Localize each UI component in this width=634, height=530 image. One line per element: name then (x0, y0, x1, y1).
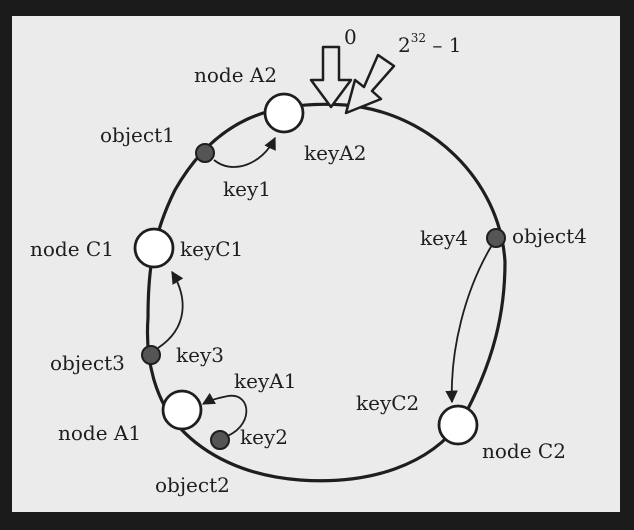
node-C2-label: node C2 (482, 439, 566, 463)
node-A1-label: node A1 (58, 421, 141, 445)
node-C1-circle (133, 227, 175, 269)
object4-key-label: key4 (420, 226, 468, 250)
object3-label: object3 (50, 351, 125, 375)
node-C1-label: node C1 (30, 237, 114, 261)
node-A2-key-label: keyA2 (304, 141, 366, 165)
object3-key-label: key3 (176, 343, 224, 367)
ring-max-tail: – 1 (426, 33, 461, 57)
ring-max-base: 2 (398, 33, 411, 57)
node-C2-circle (437, 404, 479, 446)
arrow-object4-to-nodeC2 (445, 244, 493, 404)
node-A2-label: node A2 (194, 63, 277, 87)
object2-label: object2 (155, 473, 230, 497)
object1-dot (195, 143, 215, 163)
node-A1-key-label: keyA1 (234, 369, 296, 393)
arrow-object1-to-nodeA2 (213, 136, 276, 168)
object1-key-label: key1 (223, 177, 271, 201)
node-A1-circle (161, 389, 203, 431)
paper-background (12, 16, 620, 512)
node-A2-circle (263, 92, 305, 134)
object2-key-label: key2 (240, 425, 288, 449)
object3-dot (141, 345, 161, 365)
node-C1-key-label: keyC1 (180, 237, 243, 261)
node-C2-key-label: keyC2 (356, 391, 419, 415)
ring-zero-label: 0 (344, 25, 357, 49)
object4-dot (486, 228, 506, 248)
ring-max-exponent: 32 (411, 31, 426, 45)
arrow-object3-to-nodeC1 (157, 270, 184, 349)
max-arrow (344, 53, 396, 115)
ring-max-label: 232 – 1 (398, 31, 461, 57)
object4-label: object4 (512, 224, 587, 248)
object1-label: object1 (100, 123, 175, 147)
arrow-object2-to-nodeA1 (201, 392, 248, 439)
object2-dot (210, 430, 230, 450)
zero-arrow (309, 45, 353, 109)
